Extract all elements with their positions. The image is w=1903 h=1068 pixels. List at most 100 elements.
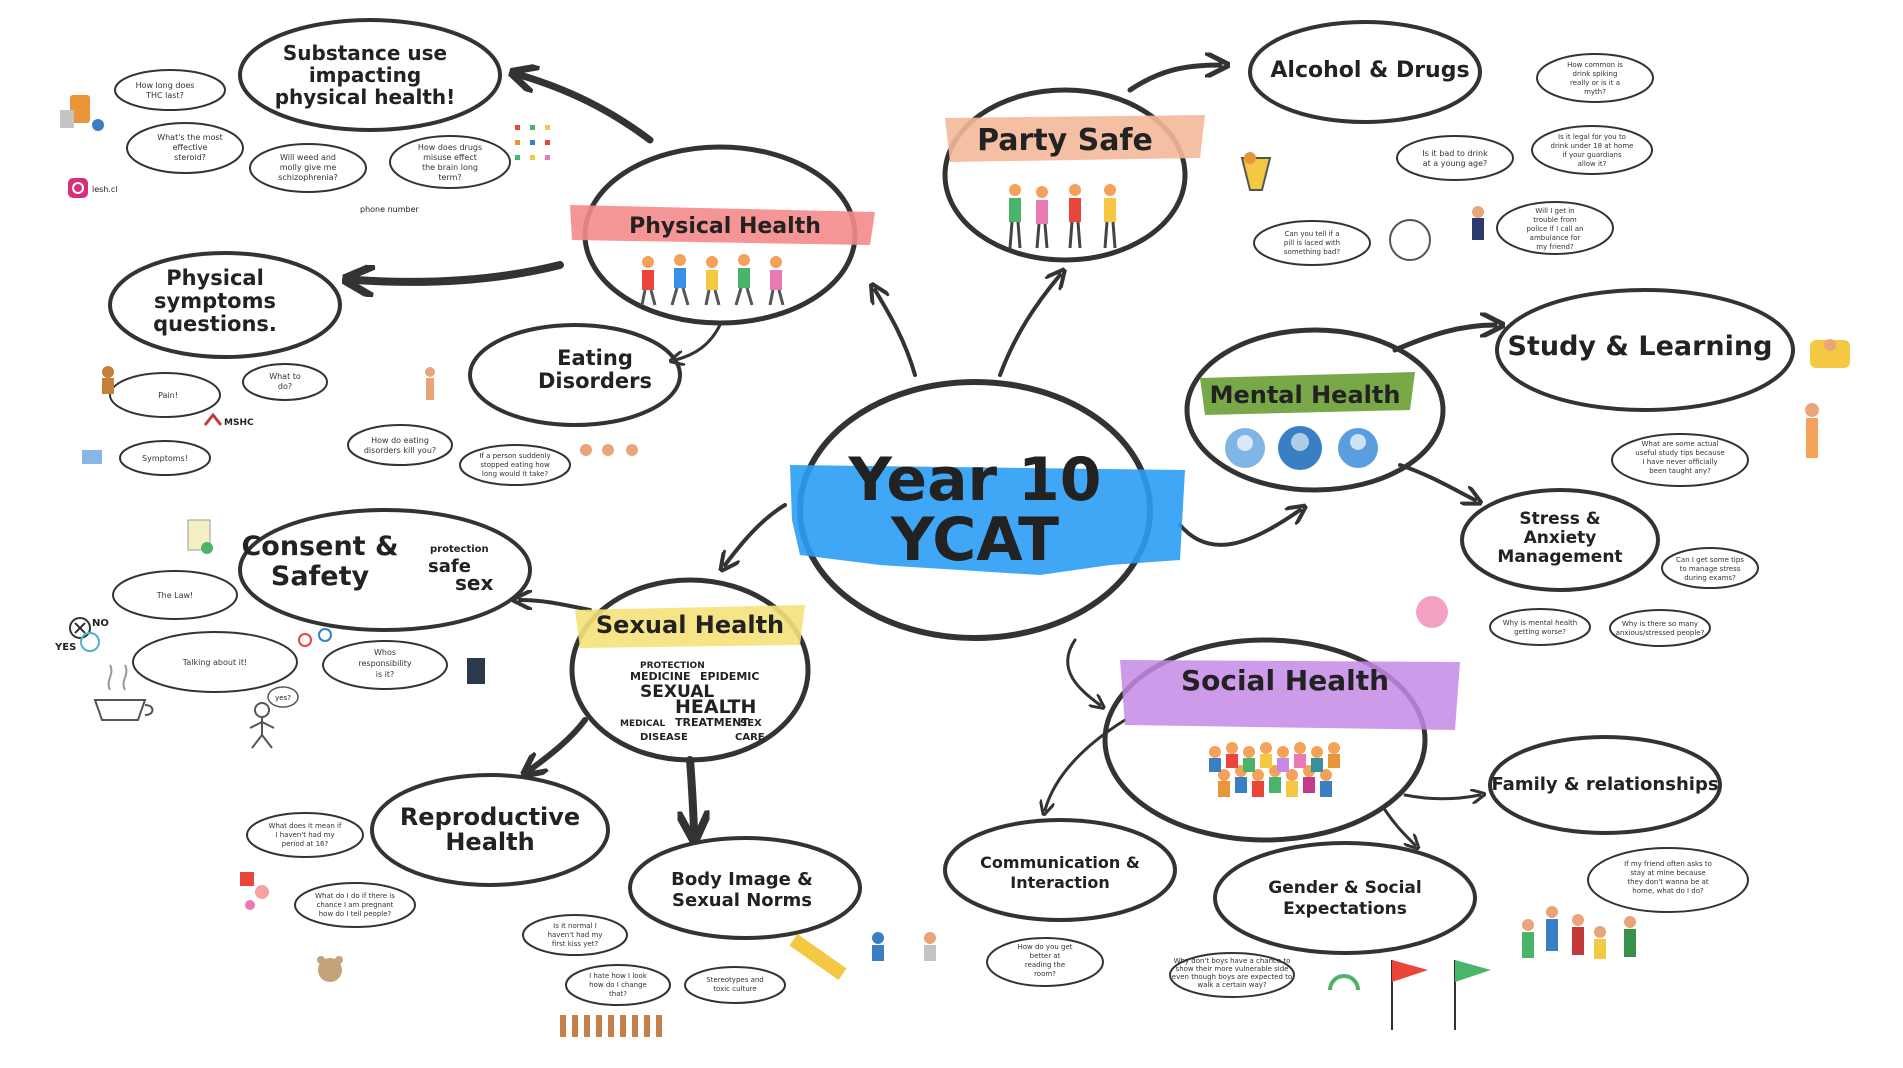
svg-text:I haven't had my: I haven't had my xyxy=(275,831,334,839)
svg-text:Pain!: Pain! xyxy=(158,391,178,400)
crowd-illustration xyxy=(1209,742,1340,797)
question-bubble: How long does THC last? xyxy=(114,69,226,111)
connectors xyxy=(355,65,1495,845)
topic-consent-safety[interactable]: Consent & Safety protection safe sex xyxy=(238,508,532,632)
topic-reproductive-health[interactable]: Reproductive Health xyxy=(370,773,610,887)
topic-physical-symptoms[interactable]: Physical symptoms questions. xyxy=(108,251,342,359)
svg-text:Communication &: Communication & xyxy=(980,853,1140,872)
svg-text:How do you get: How do you get xyxy=(1017,943,1072,951)
party-people-illustration xyxy=(1008,184,1117,249)
hub-social-health[interactable]: Social Health xyxy=(1102,637,1460,843)
svg-text:If a person suddenly: If a person suddenly xyxy=(479,452,550,460)
decorations: lesh.cl phone number MSHC NO YES yes? xyxy=(54,95,1850,1037)
svg-text:how do I tell people?: how do I tell people? xyxy=(319,910,392,918)
question-bubble: If a person suddenly stopped eating how … xyxy=(459,444,571,486)
yes-bubble-text: yes? xyxy=(275,694,291,702)
svg-text:Stereotypes and: Stereotypes and xyxy=(706,976,764,984)
question-bubble: Pain! xyxy=(109,372,221,418)
svg-text:How do eating: How do eating xyxy=(371,436,429,445)
svg-text:I have never officially: I have never officially xyxy=(1642,458,1717,466)
mental-heads-illustration xyxy=(1225,426,1378,470)
central-title-line1: Year 10 xyxy=(847,445,1101,515)
mshc-logo-icon xyxy=(203,412,223,426)
svg-text:how do I change: how do I change xyxy=(589,981,647,989)
svg-text:schizophrenia?: schizophrenia? xyxy=(278,173,338,182)
topic-gender-expectations[interactable]: Gender & Social Expectations xyxy=(1213,841,1477,955)
mshc-logo-text: MSHC xyxy=(224,418,254,428)
topic-body-image[interactable]: Body Image & Sexual Norms xyxy=(628,836,862,940)
pills-icon xyxy=(60,95,104,131)
question-bubble: What's the most effective steroid? xyxy=(126,122,244,174)
topic-eating-disorders[interactable]: Eating Disorders xyxy=(468,323,682,427)
svg-text:been taught any?: been taught any? xyxy=(1649,467,1711,475)
question-bubbles: How long does THC last? What's the most … xyxy=(109,53,1759,1006)
topic-family-relationships[interactable]: Family & relationships xyxy=(1488,735,1722,835)
topic-alcohol-drugs[interactable]: Alcohol & Drugs xyxy=(1248,20,1482,124)
hub-physical-health[interactable]: Physical Health xyxy=(570,144,875,326)
svg-text:useful study tips because: useful study tips because xyxy=(1635,449,1724,457)
svg-text:effective: effective xyxy=(173,143,208,152)
topic-communication[interactable]: Communication & Interaction xyxy=(943,818,1177,922)
hub-sexual-health[interactable]: Sexual Health PROTECTION MEDICINE EPIDEM… xyxy=(569,577,811,763)
connector-physical-symptoms xyxy=(355,261,564,282)
question-bubble: Will weed and molly give me schizophreni… xyxy=(249,143,367,193)
teacup-icon xyxy=(93,664,154,721)
party-label: Party Safe xyxy=(977,123,1153,158)
svg-text:Why is mental health: Why is mental health xyxy=(1503,619,1577,627)
svg-text:home, what do I do?: home, what do I do? xyxy=(1632,887,1704,895)
svg-text:Will I get in: Will I get in xyxy=(1535,207,1574,215)
central-title-line2: YCAT xyxy=(890,505,1059,575)
social-label: Social Health xyxy=(1181,664,1389,697)
svg-text:show their more vulnerable sid: show their more vulnerable side xyxy=(1176,965,1289,973)
red-flag-icon xyxy=(1391,960,1428,1030)
body-silhouettes-icon xyxy=(580,444,638,456)
svg-text:What do I do if there is: What do I do if there is xyxy=(315,892,395,900)
svg-text:Will weed and: Will weed and xyxy=(280,153,336,162)
svg-text:even though boys are expected: even though boys are expected to xyxy=(1172,973,1292,981)
svg-text:they don't wanna be at: they don't wanna be at xyxy=(1627,878,1709,886)
svg-text:TREATMENT: TREATMENT xyxy=(675,716,749,729)
svg-text:If my friend often asks to: If my friend often asks to xyxy=(1624,860,1712,868)
svg-text:Is it normal I: Is it normal I xyxy=(553,922,597,930)
svg-text:DISEASE: DISEASE xyxy=(640,732,688,743)
question-bubble: I hate how I look how do I change that? xyxy=(565,964,671,1006)
hub-party-safe[interactable]: Party Safe xyxy=(942,87,1205,263)
svg-text:Alcohol & Drugs: Alcohol & Drugs xyxy=(1270,58,1469,83)
svg-text:Symptoms!: Symptoms! xyxy=(142,454,188,463)
svg-text:walk a certain way?: walk a certain way? xyxy=(1197,981,1267,989)
svg-text:trouble from: trouble from xyxy=(1533,216,1577,224)
svg-text:is it?: is it? xyxy=(376,670,395,679)
question-bubble: Can you tell if a pill is laced with som… xyxy=(1253,220,1371,266)
mental-label: Mental Health xyxy=(1210,381,1401,409)
muscle-figure-icon xyxy=(425,367,435,400)
svg-text:that?: that? xyxy=(609,990,627,998)
svg-text:better at: better at xyxy=(1030,952,1061,960)
gauge-icon xyxy=(1328,974,1360,991)
svg-text:police if I call an: police if I call an xyxy=(1527,225,1584,233)
phone-number-label: phone number xyxy=(360,205,420,214)
topic-study-learning[interactable]: Study & Learning xyxy=(1495,288,1795,412)
svg-text:Expectations: Expectations xyxy=(1283,899,1407,919)
anatomy-figure-icon xyxy=(1805,403,1819,458)
svg-text:sex: sex xyxy=(455,571,493,595)
safe-sex-wordcloud: protection safe sex xyxy=(428,544,493,595)
question-bubble: If my friend often asks to stay at mine … xyxy=(1587,847,1749,913)
svg-text:to manage stress: to manage stress xyxy=(1680,565,1741,573)
instagram-handle: lesh.cl xyxy=(92,185,118,194)
svg-text:questions.: questions. xyxy=(153,312,277,336)
svg-text:allow it?: allow it? xyxy=(1578,160,1607,168)
topic-substance-use[interactable]: Substance use impacting physical health! xyxy=(238,18,502,132)
hub-mental-health[interactable]: Mental Health xyxy=(1184,327,1446,493)
question-bubble: Talking about it! xyxy=(132,631,298,693)
question-bubble: What are some actual useful study tips b… xyxy=(1611,433,1749,487)
svg-text:Is it bad to drink: Is it bad to drink xyxy=(1422,149,1488,158)
central-node[interactable]: Year 10 YCAT xyxy=(790,379,1185,641)
svg-text:room?: room? xyxy=(1034,970,1056,978)
topic-stress-anxiety[interactable]: Stress & Anxiety Management xyxy=(1460,488,1660,592)
cocktail-icon xyxy=(1240,152,1272,191)
reproductive-icons xyxy=(240,872,269,910)
svg-text:haven't had my: haven't had my xyxy=(548,931,603,939)
svg-text:Physical: Physical xyxy=(166,266,264,290)
svg-text:Can I get some tips: Can I get some tips xyxy=(1676,556,1744,564)
question-bubble: Is it bad to drink at a young age? xyxy=(1396,135,1514,181)
